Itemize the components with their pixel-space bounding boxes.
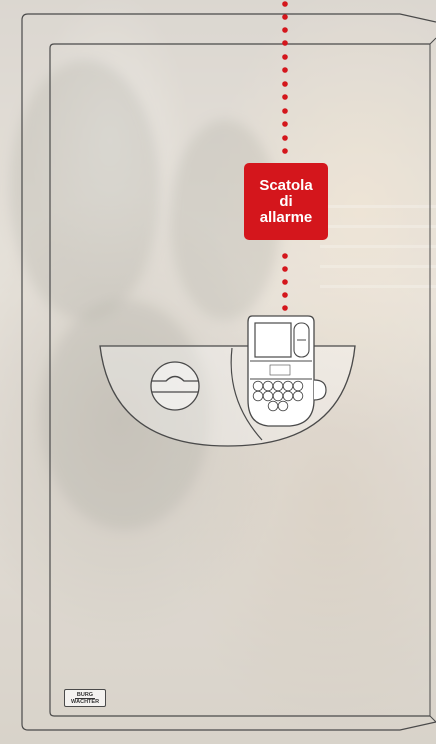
door-hinge-top (430, 38, 436, 44)
brand-logo-line2: WÄCHTER (71, 699, 99, 705)
keypad-side-knob (314, 380, 326, 400)
brand-logo-plate: BURG WÄCHTER (64, 689, 106, 707)
connector-dots-lower (282, 253, 288, 311)
keypad-logo (270, 365, 290, 375)
alarm-box-label: Scatola di allarme (244, 163, 328, 240)
alarm-label-line: di (244, 194, 328, 210)
alarm-label-line: Scatola (244, 178, 328, 194)
connector-dots-upper (282, 1, 288, 154)
brand-logo-line1: BURG (75, 692, 95, 699)
keypad-display (255, 323, 291, 357)
door-hinge-bottom (430, 716, 436, 722)
door-handle (151, 362, 199, 410)
alarm-label-line: allarme (244, 210, 328, 226)
